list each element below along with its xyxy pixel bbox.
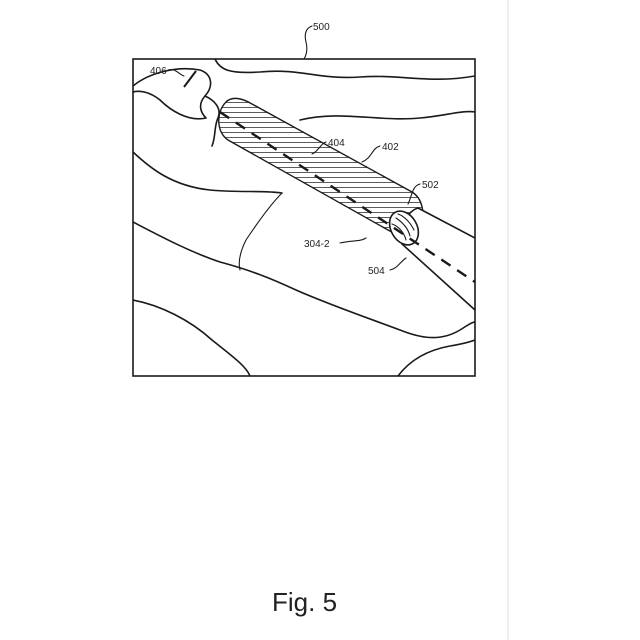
label-404: 404 xyxy=(328,138,345,149)
label-304-2: 304-2 xyxy=(304,239,330,250)
label-406: 406 xyxy=(150,66,167,77)
label-500: 500 xyxy=(313,22,330,33)
label-502: 502 xyxy=(422,180,439,191)
figure-caption: Fig. 5 xyxy=(272,587,337,617)
label-504: 504 xyxy=(368,266,385,277)
label-402: 402 xyxy=(382,142,399,153)
leader-500 xyxy=(304,26,312,59)
